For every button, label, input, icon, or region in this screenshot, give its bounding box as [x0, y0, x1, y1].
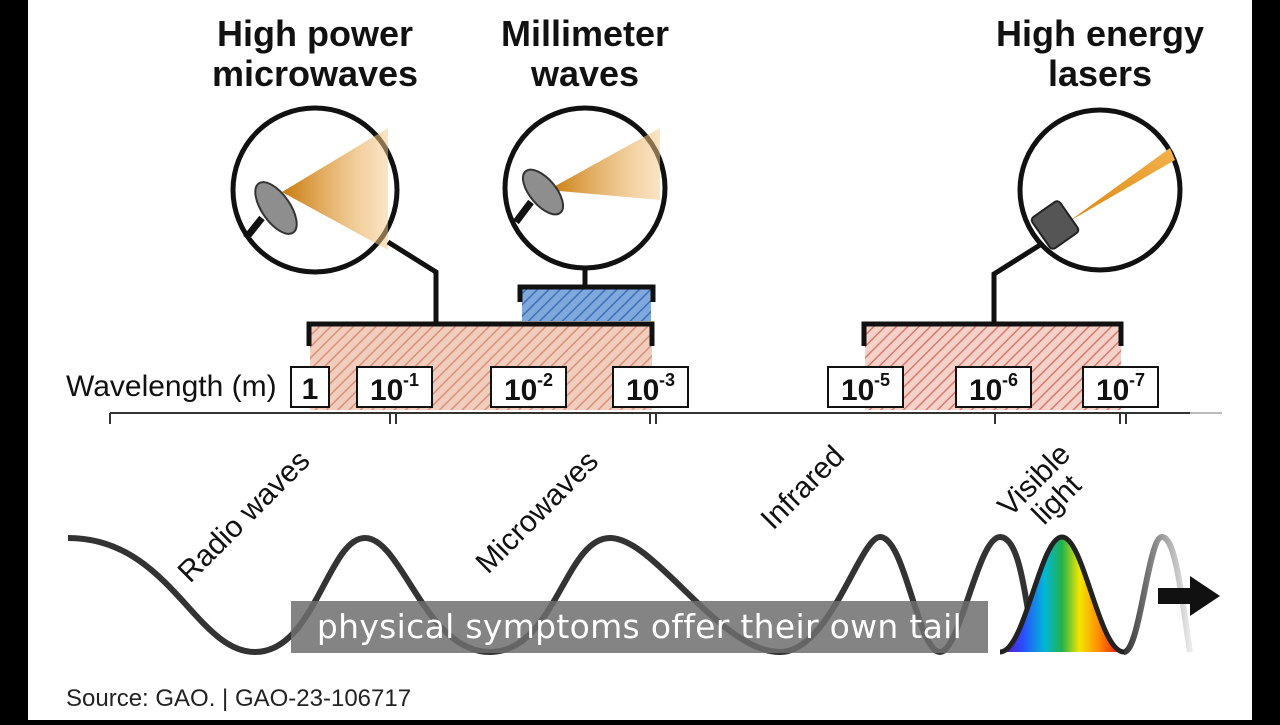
- svg-text:waves: waves: [530, 53, 639, 94]
- arrow-right-icon: [1158, 576, 1220, 616]
- svg-text:High energy: High energy: [996, 13, 1204, 54]
- millimeter-band: [517, 284, 656, 321]
- heading-high-power-microwaves: High power microwaves: [212, 13, 418, 94]
- svg-text:10: 10: [504, 374, 537, 407]
- svg-text:10: 10: [1096, 374, 1129, 407]
- tick-box-10-3: 10 -3: [612, 366, 689, 408]
- svg-text:-5: -5: [874, 370, 890, 390]
- svg-text:10: 10: [969, 374, 1002, 407]
- svg-text:-6: -6: [1002, 370, 1018, 390]
- tick-box-10-6: 10 -6: [955, 366, 1032, 408]
- axis-label: Wavelength (m): [66, 370, 277, 403]
- heading-high-energy-lasers: High energy lasers: [996, 13, 1204, 94]
- svg-text:High power: High power: [217, 13, 413, 54]
- svg-text:Millimeter: Millimeter: [501, 13, 669, 54]
- svg-text:microwaves: microwaves: [212, 53, 418, 94]
- hpm-dish-icon: [230, 105, 400, 275]
- source-note: Source: GAO. | GAO-23-106717: [66, 685, 411, 712]
- tick-box-1: 1: [290, 366, 330, 408]
- tick-box-10-7: 10 -7: [1082, 366, 1159, 408]
- heading-millimeter-waves: Millimeter waves: [501, 13, 669, 94]
- laser-emitter-icon: [1017, 107, 1183, 273]
- svg-text:1: 1: [302, 373, 319, 406]
- mmw-dish-icon: [502, 105, 668, 271]
- tick-box-10-1: 10 -1: [356, 366, 433, 408]
- video-caption: physical symptoms offer their own tail: [291, 601, 988, 653]
- svg-text:-3: -3: [659, 370, 675, 390]
- svg-text:10: 10: [626, 374, 659, 407]
- tick-box-10-5: 10 -5: [827, 366, 904, 408]
- svg-text:10: 10: [841, 374, 874, 407]
- spectrum-axis: [109, 412, 1190, 424]
- svg-text:lasers: lasers: [1048, 53, 1152, 94]
- svg-text:10: 10: [370, 374, 403, 407]
- svg-text:-7: -7: [1129, 370, 1145, 390]
- tick-box-10-2: 10 -2: [490, 366, 567, 408]
- svg-text:-2: -2: [537, 370, 553, 390]
- connector-lines: [386, 239, 1042, 324]
- svg-text:-1: -1: [403, 370, 419, 390]
